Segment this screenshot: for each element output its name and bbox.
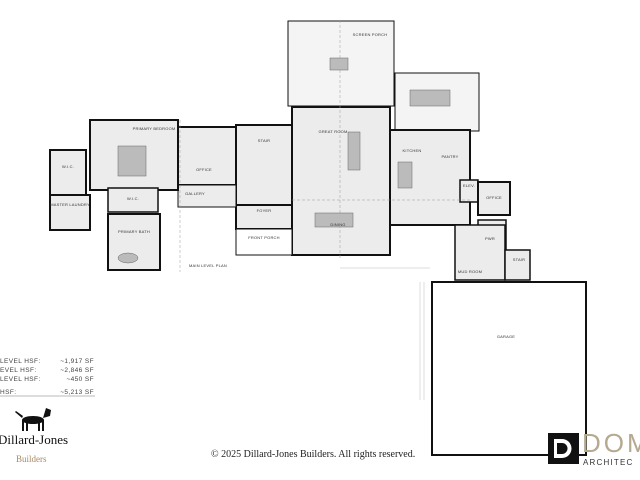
porch-table	[329, 57, 349, 71]
island	[397, 161, 413, 189]
bed	[117, 145, 147, 177]
label-master-laundry: MASTER LAUNDRY	[50, 202, 90, 207]
builder-logo-sub: Builders	[16, 454, 47, 464]
label-stair: STAIR	[257, 138, 271, 143]
stair-area	[235, 124, 293, 206]
architect-logo-name: DOM	[582, 428, 640, 458]
office-east-area	[477, 181, 511, 216]
label-mud-room: MUD ROOM	[457, 269, 483, 274]
label-wic-center: W.I.C.	[126, 196, 140, 201]
label-powder: PWR	[485, 236, 495, 241]
label-primary-bath: PRIMARY BATH	[118, 229, 150, 234]
label-dining: DINING	[330, 222, 346, 227]
dog-logo-icon	[15, 408, 51, 431]
plan-title: MAIN LEVEL PLAN	[189, 263, 227, 268]
builder-logo-name: Dillard-Jones	[0, 432, 69, 447]
gallery-area	[177, 184, 237, 208]
label-screen-porch: SCREEN PORCH	[352, 32, 388, 37]
label-pantry: PANTRY	[441, 154, 459, 159]
label-gallery: GALLERY	[185, 191, 205, 196]
label-office: OFFICE	[196, 167, 212, 172]
label-stair-east: STAIR	[512, 257, 526, 262]
sf-label-3: LEVEL HSF:	[0, 376, 41, 383]
front-porch-area	[235, 228, 293, 256]
wic-center-area	[107, 187, 159, 213]
label-foyer: FOYER	[256, 208, 272, 213]
label-wic-left: W.I.C.	[61, 164, 75, 169]
label-front-porch: FRONT PORCH	[248, 235, 280, 240]
great-room-area	[291, 106, 391, 256]
sf-label-1: LEVEL HSF:	[0, 358, 41, 365]
sf-value-3: ~450 SF	[66, 376, 94, 383]
sf-label-total: HSF:	[0, 389, 17, 396]
label-great-room: GREAT ROOM	[318, 129, 348, 134]
dom-logo-icon	[548, 433, 579, 464]
sf-label-2: EVEL HSF:	[0, 367, 37, 374]
tub	[117, 252, 139, 264]
label-kitchen: KITCHEN	[402, 148, 422, 153]
sf-value-total: ~5,213 SF	[60, 389, 94, 396]
office-area	[177, 126, 237, 186]
label-office-east: OFFICE	[486, 195, 502, 200]
stair-east-area	[504, 249, 531, 281]
label-elevator: ELEV.	[463, 183, 475, 188]
architect-logo-sub: ARCHITEC	[583, 458, 634, 467]
foyer-area	[235, 204, 293, 230]
wic-left-area	[49, 149, 87, 196]
copyright-text: © 2025 Dillard-Jones Builders. All right…	[211, 449, 416, 460]
label-primary-bedroom: PRIMARY BEDROOM	[132, 126, 176, 131]
outdoor-table	[409, 89, 451, 107]
dining-table	[314, 212, 354, 228]
sf-value-1: ~1,917 SF	[60, 358, 94, 365]
master-laundry-area	[49, 194, 91, 231]
sf-value-2: ~2,846 SF	[60, 367, 94, 374]
label-garage: GARAGE	[496, 334, 516, 339]
garage-area	[431, 281, 587, 456]
sofa	[347, 131, 361, 171]
